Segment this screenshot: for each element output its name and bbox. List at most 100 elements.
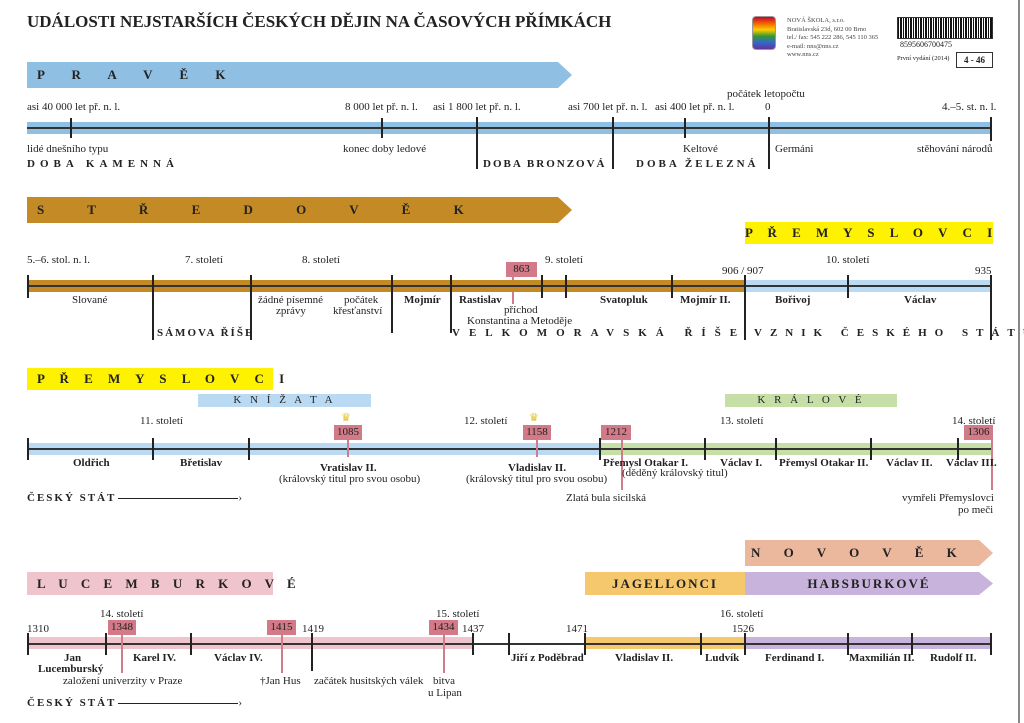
publisher-name: NOVÁ ŠKOLA, s.r.o. [787,17,845,24]
tick [105,633,107,655]
tick [744,275,746,340]
pravek-banner: P R A V Ě K [27,62,572,88]
century-label: 14. století [100,608,144,620]
event-note: počátek [344,294,379,306]
tick-label: 8 000 let př. n. l. [345,101,418,113]
ruler-name: Přemysl Otakar I. [603,457,689,469]
tick [381,118,383,138]
product-code: 4 - 46 [956,52,993,68]
tick [700,633,702,655]
tick [27,633,29,655]
ruler-name: Mojmír II. [680,294,731,306]
tick [248,438,250,460]
event-note: Zlatá bula sicilská [566,492,647,504]
tick [70,118,72,138]
tick [476,117,478,169]
event-year-box: 863 [506,262,537,277]
cesky-stat-text: ČESKÝ STÁT [27,697,117,709]
era-label: DOBA KAMENNÁ [27,158,179,170]
event-year-box: 1434 [429,620,458,635]
habsburkove-banner: HABSBURKOVÉ [745,572,993,595]
publisher-address: Bratislavská 23d, 602 00 Brno [787,25,867,33]
event-marker [281,635,283,673]
tick-label: 5.–6. stol. n. l. [27,254,90,266]
stredovek-banner: S T Ř E D O V Ě K [27,197,572,223]
century-label: 16. století [720,608,764,620]
ruler-name: Ferdinand I. [765,652,825,664]
tick [599,438,601,460]
year-label: 1526 [732,623,754,635]
ruler-name: Václav IV. [214,652,263,664]
arrowhead-icon: › [238,492,243,504]
tick-label: 935 [975,265,992,277]
era-label: VELKOMORAVSKÁ ŘÍŠE [452,327,747,339]
century-label: 14. století [952,415,996,427]
ruler-name: Jiří z Poděbrad [511,652,584,664]
event-note: po meči [958,504,994,516]
tick [847,633,849,655]
ruler-name: Mojmír [404,294,441,306]
tick [450,275,452,333]
novovek-banner: N O V O V Ě K [745,540,993,566]
tick [391,275,393,333]
event-marker [621,440,623,490]
tick-label: 8. století [302,254,340,266]
edition: První vydání (2014) [897,55,950,62]
event-note: †Jan Hus [260,675,301,687]
event-year-box: 1415 [267,620,296,635]
tick [990,275,992,340]
event-note: založení univerzity v Praze [63,675,183,687]
tick [612,117,614,169]
tick-label: 9. století [545,254,583,266]
tick [870,438,872,460]
event-note: Konstantina a Metoděje [467,315,573,327]
crown-icon: ♛ [341,412,351,424]
event-note: stěhování národů [917,143,993,155]
tick [565,275,567,298]
ruler-name: Přemysl Otakar II. [779,457,869,469]
era-label: SÁMOVA ŘÍŠE [157,327,255,339]
event-year-box: 1306 [964,425,993,440]
era-label: VZNIK ČESKÉHO STÁTU [754,327,1024,339]
tick [584,633,586,655]
ruler-name: Václav III. [946,457,997,469]
ruler-name: Rastislav [459,294,502,306]
tick-label: asi 400 let př. n. l. [655,101,735,113]
tick [990,633,992,655]
tick [911,633,913,655]
event-note: křesťanství [333,305,383,317]
tick [27,438,29,460]
barcode [897,17,993,39]
tick [671,275,673,298]
event-year-box: 1348 [108,620,136,635]
tick [152,438,154,460]
publisher-phone: tel./ fax: 545 222 286, 545 110 365 [787,34,879,41]
timeline-line [27,448,992,450]
premyslovci-banner: P Ř E M Y S L O V C I [745,222,993,244]
year-label: 1471 [566,623,588,635]
jagellonci-banner: JAGELLONCI [585,572,745,595]
cesky-stat-label: ČESKÝ STÁT › [27,492,242,504]
event-note: u Lipan [428,687,462,699]
page-title: UDÁLOSTI NEJSTARŠÍCH ČESKÝCH DĚJIN NA ČA… [27,12,612,31]
ruler-name: Oldřich [73,457,110,469]
event-note: konec doby ledové [343,143,427,155]
cesky-stat-text: ČESKÝ STÁT [27,492,117,504]
century-label: 11. století [140,415,183,427]
lucemburkove-banner: L U C E M B U R K O V É [27,572,296,595]
year-label: 1437 [462,623,484,635]
tick [847,275,849,298]
event-year-box: 1085 [334,425,362,440]
event-note: (královský titul pro svou osobu) [466,473,608,485]
tick [152,275,154,340]
event-note: zprávy [276,305,306,317]
event-marker [536,440,538,457]
century-label: 13. století [720,415,764,427]
tick-label: asi 1 800 let př. n. l. [433,101,521,113]
ruler-name: Vladislav II. [508,462,567,474]
tick [27,275,29,298]
ruler-name: Rudolf II. [930,652,977,664]
ruler-name: Slované [72,294,108,306]
ruler-name: Václav I. [720,457,763,469]
ruler-name: Vladislav II. [615,652,674,664]
